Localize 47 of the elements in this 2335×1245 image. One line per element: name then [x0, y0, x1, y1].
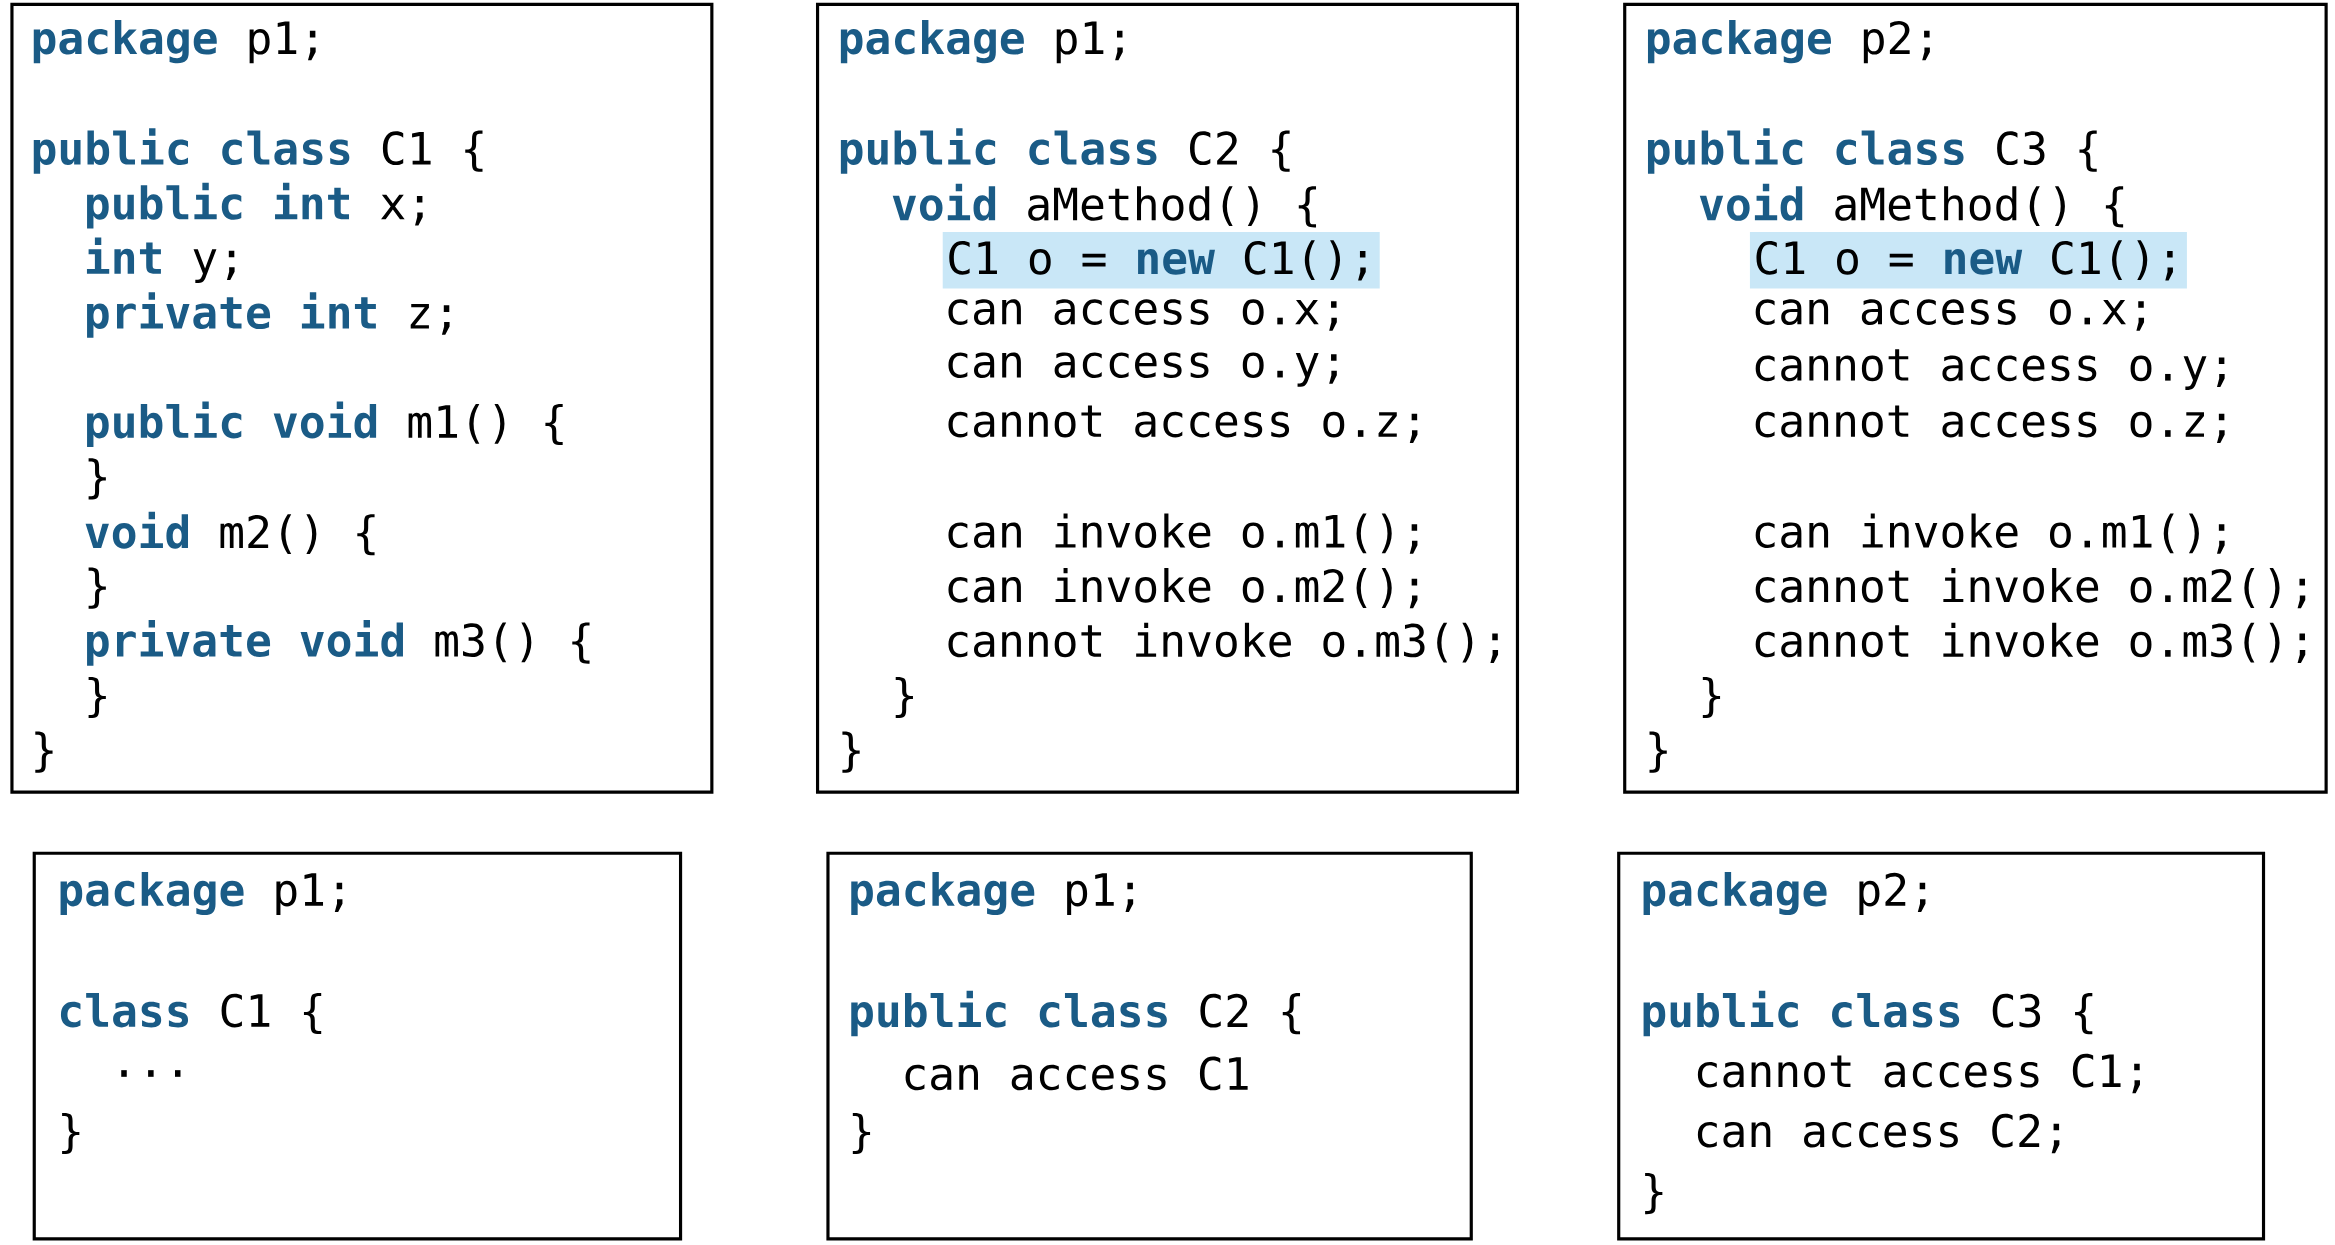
code-line: ...: [121, 1070, 181, 1077]
code-line: can invoke o.m1();: [1755, 513, 2225, 554]
code-line: can access o.x;: [948, 299, 1337, 331]
code-line: void m2() {: [85, 511, 375, 556]
code-line: int y;: [86, 237, 235, 284]
code-line: cannot invoke o.m3();: [1755, 622, 2306, 663]
code-line: }: [852, 1112, 871, 1155]
code-line: public class C2 {: [851, 990, 1300, 1037]
code-line: package p1;: [60, 871, 343, 916]
code-line: can invoke o.m1();: [948, 513, 1418, 554]
code-line: can access C1: [905, 1056, 1248, 1091]
code-line: cannot invoke o.m2();: [1755, 568, 2306, 609]
code-line: }: [88, 676, 106, 719]
code-line: cannot access C1;: [1697, 1053, 2140, 1094]
code-line: }: [88, 567, 106, 609]
code-line: cannot access o.z;: [948, 405, 1418, 444]
code-line: public class C1 {: [33, 128, 483, 174]
code-line: }: [62, 1112, 80, 1155]
code-line: }: [895, 676, 913, 719]
code-line: void aMethod() {: [1699, 183, 2124, 228]
code-line: cannot access o.y;: [1755, 349, 2225, 390]
code-line: private void m3() {: [87, 620, 590, 666]
code-line: void aMethod() {: [892, 183, 1317, 228]
code-line: private int z;: [87, 292, 450, 338]
code-line: }: [35, 731, 53, 773]
code-line: cannot invoke o.m3();: [948, 622, 1499, 663]
code-line: can invoke o.m2();: [948, 568, 1418, 609]
code-line: can access o.y;: [948, 352, 1337, 387]
code-line: can access C2;: [1697, 1113, 2060, 1154]
code-line: public class C3 {: [1643, 990, 2093, 1037]
code-line: package p2;: [1647, 20, 1930, 64]
code-line: package p1;: [851, 871, 1134, 916]
code-line: package p2;: [1643, 871, 1926, 916]
code-line: public class C3 {: [1647, 128, 2097, 174]
code-line: }: [1702, 676, 1721, 719]
code-line: public class C2 {: [840, 128, 1290, 174]
code-line: }: [1649, 731, 1667, 773]
code-line: public void m1() {: [87, 401, 563, 448]
code-line: }: [88, 458, 106, 500]
code-line: can access o.x;: [1755, 299, 2145, 331]
code-line: }: [842, 731, 860, 773]
code-line: package p1;: [840, 20, 1123, 64]
code-line: public int x;: [87, 182, 423, 229]
code-line: package p1;: [33, 20, 316, 64]
code-line: }: [1645, 1173, 1663, 1215]
code-line: cannot access o.z;: [1755, 405, 2225, 444]
code-line: class C1 {: [60, 992, 322, 1035]
